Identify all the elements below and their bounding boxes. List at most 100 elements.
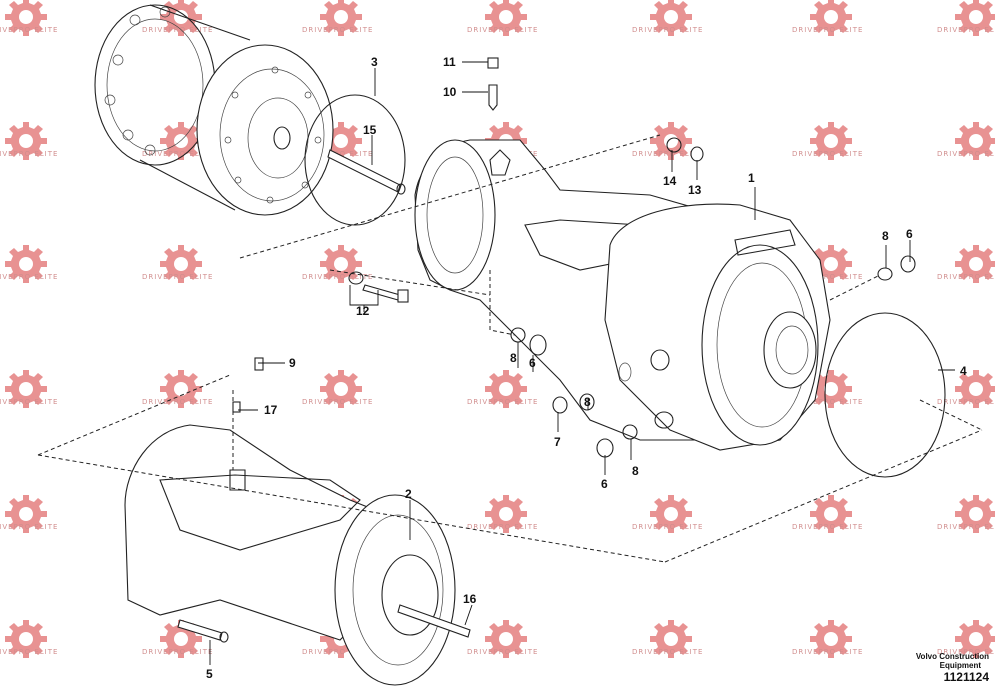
watermark-logo: DRIVEPRO ELITE: [467, 495, 541, 533]
watermark-logo: DRIVEPRO ELITE: [0, 370, 61, 408]
svg-text:DRIVEPRO ELITE: DRIVEPRO ELITE: [302, 273, 373, 281]
svg-text:DRIVEPRO ELITE: DRIVEPRO ELITE: [142, 273, 213, 281]
watermark-logo: DRIVEPRO ELITE: [142, 370, 216, 408]
callout-6-b: 6: [529, 356, 536, 370]
brand-line-1: Volvo Construction: [915, 652, 989, 661]
callout-15: 15: [363, 123, 377, 137]
watermark-logo: DRIVEPRO ELITE: [142, 122, 216, 160]
callout-7: 7: [554, 435, 561, 449]
callout-17: 17: [264, 403, 278, 417]
callout-14: 14: [663, 174, 677, 188]
callout-12: 12: [356, 304, 370, 318]
svg-text:DRIVEPRO ELITE: DRIVEPRO ELITE: [142, 26, 213, 34]
watermark-logo: DRIVEPRO ELITE: [937, 370, 995, 408]
svg-text:DRIVEPRO ELITE: DRIVEPRO ELITE: [792, 273, 863, 281]
svg-text:DRIVEPRO ELITE: DRIVEPRO ELITE: [302, 398, 373, 406]
svg-text:DRIVEPRO ELITE: DRIVEPRO ELITE: [142, 648, 213, 656]
callout-5: 5: [206, 667, 213, 681]
watermark-logo: DRIVEPRO ELITE: [0, 245, 61, 283]
axle-housing-1: [414, 139, 831, 451]
callout-9: 9: [289, 356, 296, 370]
watermark-logo: DRIVEPRO ELITE: [632, 620, 706, 658]
svg-text:DRIVEPRO ELITE: DRIVEPRO ELITE: [0, 150, 58, 158]
svg-text:DRIVEPRO ELITE: DRIVEPRO ELITE: [937, 523, 995, 531]
watermark-logo: DRIVEPRO ELITE: [467, 620, 541, 658]
callout-11: 11: [443, 55, 456, 69]
svg-text:DRIVEPRO ELITE: DRIVEPRO ELITE: [0, 523, 58, 531]
callout-8-a: 8: [882, 229, 889, 243]
watermark-logo: DRIVEPRO ELITE: [142, 620, 216, 658]
watermark-logo: DRIVEPRO ELITE: [632, 122, 706, 160]
svg-text:DRIVEPRO ELITE: DRIVEPRO ELITE: [142, 150, 213, 158]
watermark-logo: DRIVEPRO ELITE: [467, 0, 541, 36]
watermark-logo: DRIVEPRO ELITE: [937, 495, 995, 533]
callout-6-a: 6: [906, 227, 913, 241]
watermark-logo: DRIVEPRO ELITE: [792, 0, 866, 36]
callout-labels: 1 2 3 4 5 6 6 6 7 8 8 8 8 9 10 11 12 13 …: [206, 55, 967, 681]
shaft-16: [397, 604, 471, 638]
watermark-logo: DRIVEPRO ELITE: [142, 0, 216, 36]
callout-1: 1: [748, 171, 755, 185]
svg-text:DRIVEPRO ELITE: DRIVEPRO ELITE: [0, 273, 58, 281]
axle-housing-2: [124, 424, 456, 686]
watermark-logo: DRIVEPRO ELITE: [302, 620, 376, 658]
callout-8-c: 8: [584, 395, 591, 409]
watermark-logo: DRIVEPRO ELITE: [937, 122, 995, 160]
watermark-logo: DRIVEPRO ELITE: [632, 495, 706, 533]
watermark-logo: DRIVEPRO ELITE: [792, 620, 866, 658]
watermark-logo: DRIVEPRO ELITE: [0, 495, 61, 533]
svg-text:DRIVEPRO ELITE: DRIVEPRO ELITE: [632, 648, 703, 656]
svg-text:DRIVEPRO ELITE: DRIVEPRO ELITE: [467, 523, 538, 531]
svg-text:DRIVEPRO ELITE: DRIVEPRO ELITE: [937, 150, 995, 158]
svg-text:DRIVEPRO ELITE: DRIVEPRO ELITE: [0, 398, 58, 406]
brand-line-2: Equipment: [939, 661, 981, 670]
svg-text:DRIVEPRO ELITE: DRIVEPRO ELITE: [467, 648, 538, 656]
watermark-logo: DRIVEPRO ELITE: [0, 620, 61, 658]
callout-13: 13: [688, 183, 702, 197]
small-parts: [232, 57, 916, 458]
watermark-logo: DRIVEPRO ELITE: [142, 245, 216, 283]
watermark-logo: DRIVEPRO ELITE: [937, 620, 995, 658]
svg-text:DRIVEPRO ELITE: DRIVEPRO ELITE: [792, 26, 863, 34]
watermark-logo: DRIVEPRO ELITE: [937, 245, 995, 283]
reference-lines: [37, 134, 983, 563]
callout-2: 2: [405, 487, 412, 501]
watermark-logo: DRIVEPRO ELITE: [792, 370, 866, 408]
watermark-logo: DRIVEPRO ELITE: [302, 245, 376, 283]
gasket-3: [304, 94, 406, 226]
svg-text:DRIVEPRO ELITE: DRIVEPRO ELITE: [792, 648, 863, 656]
callout-8-d: 8: [632, 464, 639, 478]
callout-4: 4: [960, 364, 967, 378]
svg-text:DRIVEPRO ELITE: DRIVEPRO ELITE: [632, 26, 703, 34]
brand-block: Volvo Construction Equipment 1121124: [916, 652, 989, 684]
watermark-logo: DRIVEPRO ELITE: [632, 0, 706, 36]
callout-3: 3: [371, 55, 378, 69]
svg-text:DRIVEPRO ELITE: DRIVEPRO ELITE: [792, 398, 863, 406]
svg-text:DRIVEPRO ELITE: DRIVEPRO ELITE: [937, 26, 995, 34]
svg-text:DRIVEPRO ELITE: DRIVEPRO ELITE: [467, 398, 538, 406]
svg-text:DRIVEPRO ELITE: DRIVEPRO ELITE: [302, 26, 373, 34]
watermark-logo: DRIVEPRO ELITE: [0, 122, 61, 160]
svg-text:DRIVEPRO ELITE: DRIVEPRO ELITE: [792, 150, 863, 158]
svg-text:DRIVEPRO ELITE: DRIVEPRO ELITE: [632, 523, 703, 531]
bolt-5: [177, 619, 229, 643]
watermark-logo: DRIVEPRO ELITE: [792, 122, 866, 160]
figure-id: 1121124: [943, 670, 989, 684]
svg-text:DRIVEPRO ELITE: DRIVEPRO ELITE: [792, 523, 863, 531]
watermark-logo: DRIVEPRO ELITE: [467, 370, 541, 408]
svg-text:DRIVEPRO ELITE: DRIVEPRO ELITE: [142, 398, 213, 406]
callout-8-b: 8: [510, 351, 517, 365]
callout-6-c: 6: [601, 477, 608, 491]
watermark-logo: DRIVEPRO ELITE: [792, 495, 866, 533]
svg-text:DRIVEPRO ELITE: DRIVEPRO ELITE: [467, 26, 538, 34]
callout-16: 16: [463, 592, 477, 606]
wheel-hub-assembly: [94, 4, 334, 216]
watermark-logo: DRIVEPRO ELITE: [0, 0, 61, 36]
svg-text:DRIVEPRO ELITE: DRIVEPRO ELITE: [302, 648, 373, 656]
watermark-logo: DRIVEPRO ELITE: [302, 370, 376, 408]
svg-text:DRIVEPRO ELITE: DRIVEPRO ELITE: [632, 150, 703, 158]
watermark-logo: DRIVEPRO ELITE: [792, 245, 866, 283]
svg-text:DRIVEPRO ELITE: DRIVEPRO ELITE: [0, 648, 58, 656]
svg-text:DRIVEPRO ELITE: DRIVEPRO ELITE: [937, 273, 995, 281]
